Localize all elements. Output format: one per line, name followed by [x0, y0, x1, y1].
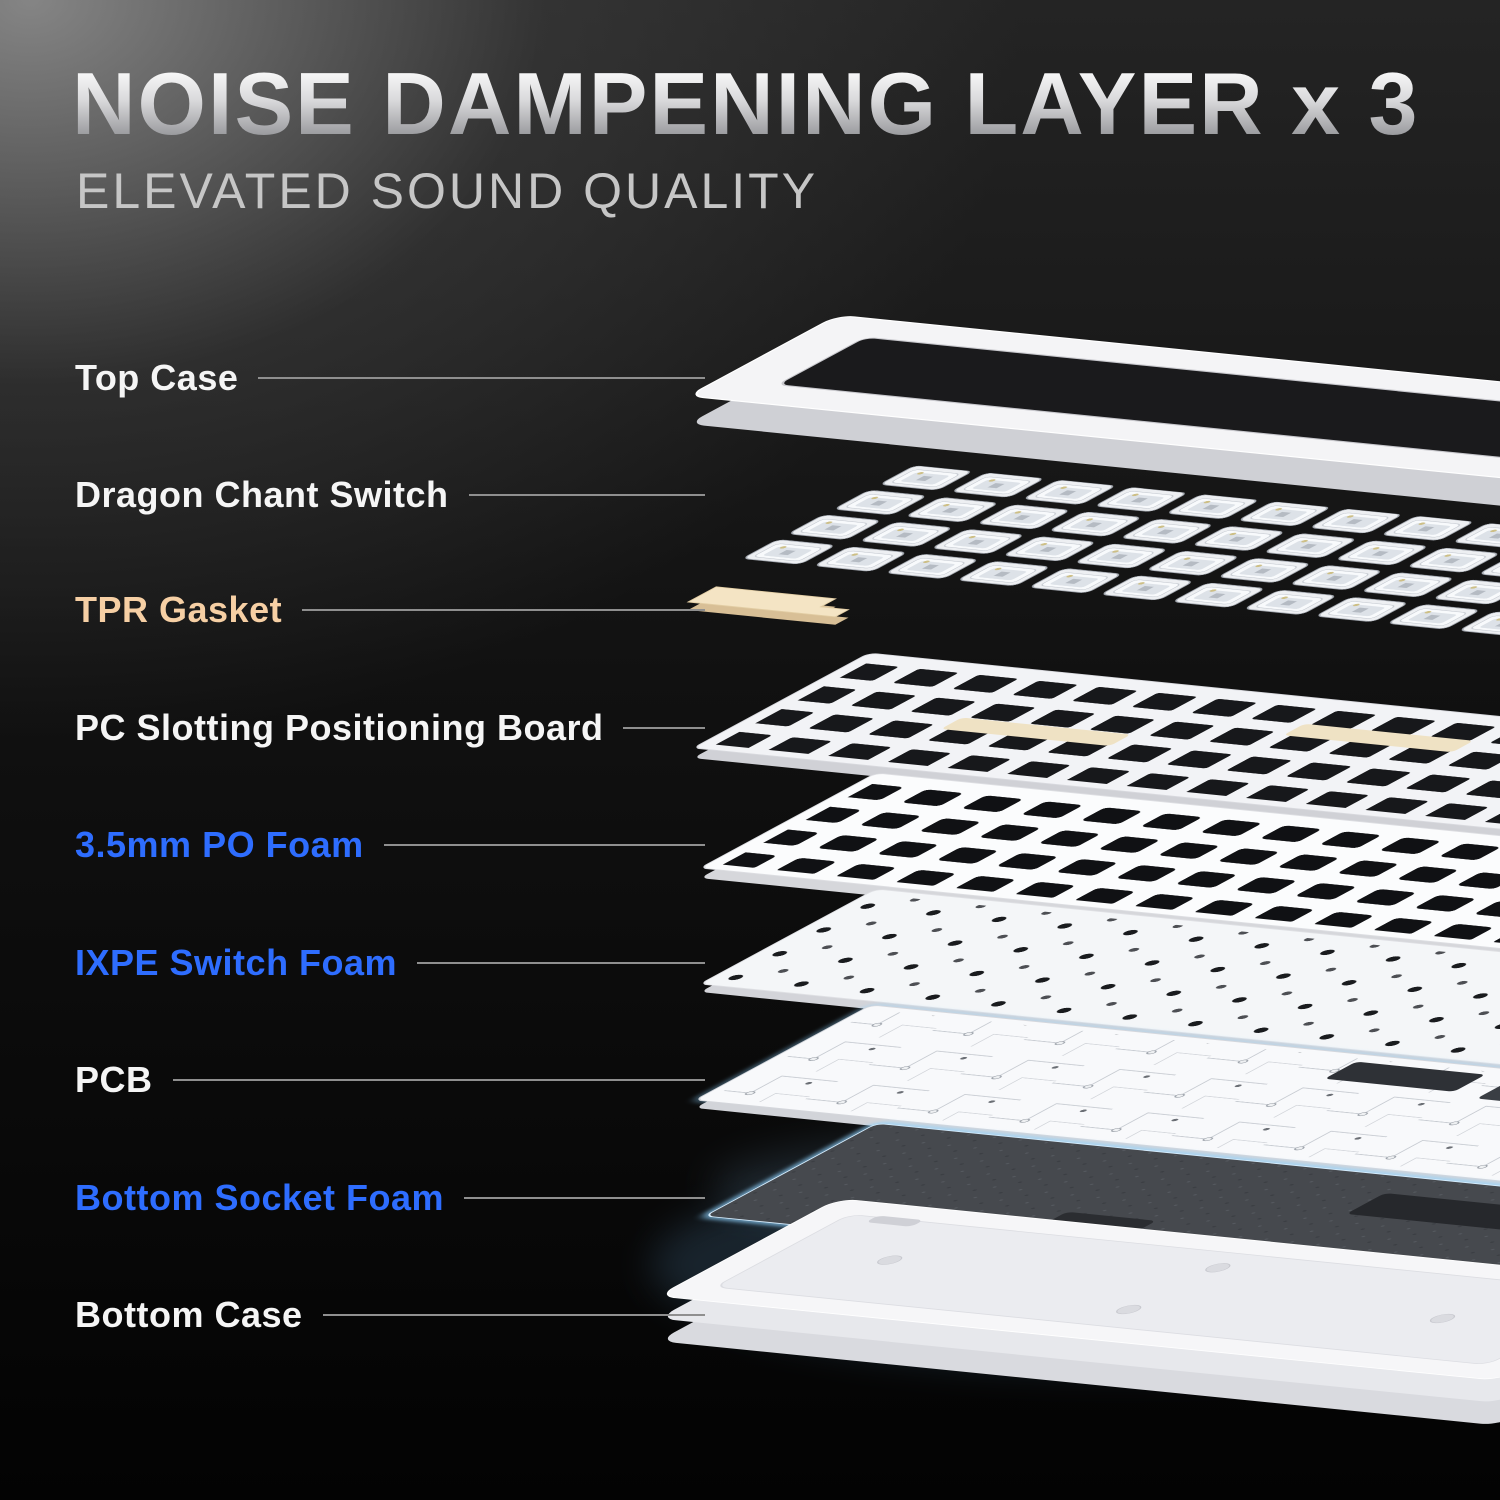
label-tpr-gasket: TPR Gasket: [75, 588, 705, 632]
label-pcb: PCB: [75, 1058, 705, 1102]
pointer-line: [258, 377, 705, 379]
label-pc-slotting-positioning-board: PC Slotting Positioning Board: [75, 706, 705, 750]
label-bottom-socket-foam: Bottom Socket Foam: [75, 1176, 705, 1220]
label-bottom-case: Bottom Case: [75, 1293, 705, 1337]
page-subtitle: ELEVATED SOUND QUALITY: [76, 163, 819, 220]
layer-switches: [735, 464, 1500, 639]
label-text: TPR Gasket: [75, 589, 283, 630]
layer-top-case: [695, 316, 1500, 526]
label-text: Top Case: [75, 357, 239, 398]
label-top-case: Top Case: [75, 356, 705, 400]
layer-pcb: [695, 1004, 1500, 1191]
layer-tpr-gasket: [686, 586, 850, 625]
pointer-line: [417, 962, 705, 964]
label-ixpe-switch-foam: IXPE Switch Foam: [75, 941, 705, 985]
label-text: Bottom Socket Foam: [75, 1177, 445, 1218]
pointer-line: [383, 844, 705, 846]
pointer-line: [464, 1197, 705, 1199]
header: NOISE DAMPENING LAYER x 3 ELEVATED SOUND…: [72, 54, 1420, 220]
label-text: PCB: [75, 1059, 153, 1100]
pointer-line: [172, 1079, 705, 1081]
pointer-line: [302, 609, 705, 611]
layer-po-foam: [703, 773, 1500, 961]
label-text: IXPE Switch Foam: [75, 942, 398, 983]
label-dragon-chant-switch: Dragon Chant Switch: [75, 473, 705, 517]
label-po-foam: 3.5mm PO Foam: [75, 823, 705, 867]
pointer-line: [623, 727, 705, 729]
label-text: PC Slotting Positioning Board: [75, 707, 604, 748]
page-title: NOISE DAMPENING LAYER x 3: [72, 54, 1420, 153]
layer-bottom-case: [666, 1199, 1500, 1424]
label-text: 3.5mm PO Foam: [75, 824, 364, 865]
label-text: Dragon Chant Switch: [75, 474, 449, 515]
pointer-line: [322, 1314, 705, 1316]
pointer-line: [468, 494, 705, 496]
layer-ixpe-foam: [703, 889, 1500, 1075]
layer-positioning-board: [696, 653, 1500, 842]
label-text: Bottom Case: [75, 1294, 303, 1335]
